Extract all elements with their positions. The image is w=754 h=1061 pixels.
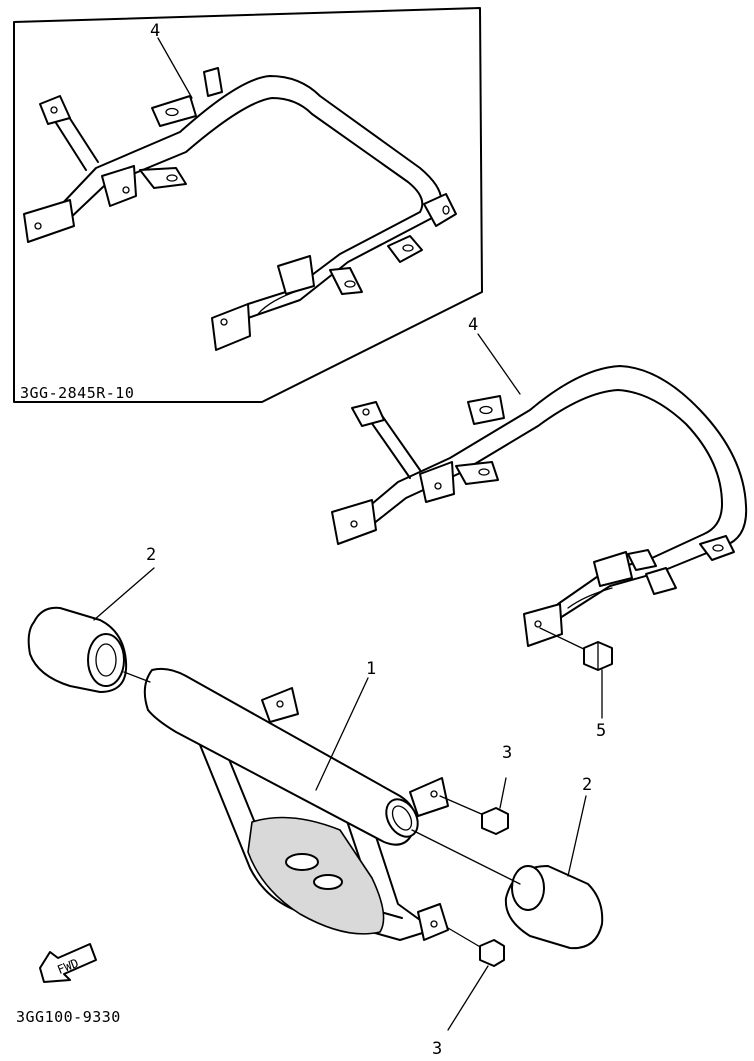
callout-frame-bolt: 5 <box>596 721 606 741</box>
upper-bolt <box>439 777 509 835</box>
callout-right-cap: 2 <box>582 775 592 795</box>
frame-bolt <box>539 627 613 719</box>
fwd-arrow-icon: FWD <box>39 943 97 983</box>
left-end-cap <box>27 606 151 693</box>
lower-bolt <box>447 927 505 1031</box>
drawing-code: 3GG100-9330 <box>16 1008 121 1026</box>
callout-inset-part: 4 <box>150 21 160 41</box>
right-end-cap <box>411 829 604 950</box>
inset-rear-frame <box>23 67 457 351</box>
leader-lines <box>93 37 587 877</box>
callout-lower-bolt: 3 <box>432 1039 442 1059</box>
inset-box <box>13 7 483 403</box>
engine-guard-bar <box>143 667 449 941</box>
callout-left-cap: 2 <box>146 545 156 565</box>
inset-part-code: 3GG-2845R-10 <box>20 384 134 402</box>
rear-guard-frame <box>331 365 748 647</box>
callout-upper-bolt: 3 <box>502 743 512 763</box>
callout-rear-frame: 4 <box>468 315 478 335</box>
callout-main-guard: 1 <box>366 659 376 679</box>
